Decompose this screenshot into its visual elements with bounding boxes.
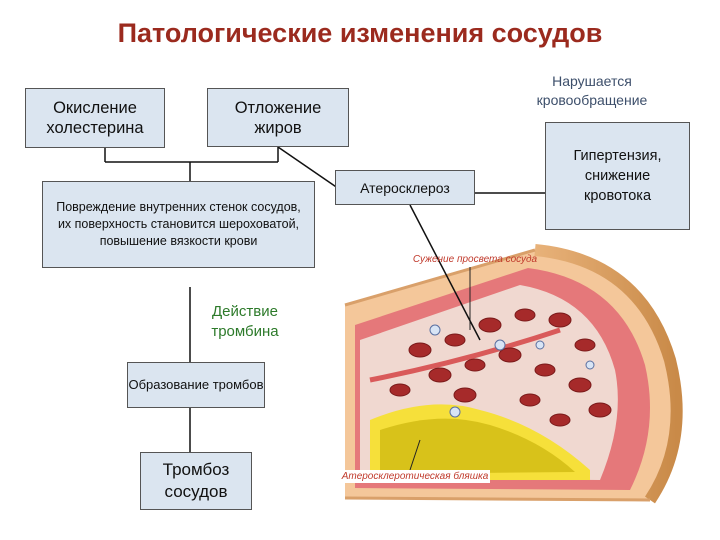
illustration-label-bottom: Атеросклеротическая бляшка [340,470,490,483]
node-atherosclerosis-label: Атеросклероз [360,179,450,196]
node-thrombosis-label: Тромбоз сосудов [162,460,230,501]
node-fats-label: Отложение жиров [234,98,322,137]
illustration-label-top: Сужение просвета сосуда [412,254,538,265]
thrombin-label: Действие тромбина [211,303,279,340]
node-hypertension-label: Гипертензия, снижение кровотока [573,148,662,204]
node-clot-formation: Образование тромбов [127,362,265,408]
node-damage-label: Повреждение внутренних стенок сосудов, и… [56,200,301,248]
page-title: Патологические изменения сосудов [117,18,603,48]
connector-fats-atherosclerosis [277,146,346,194]
node-atherosclerosis: Атеросклероз [335,170,475,205]
white-cells [429,324,595,418]
connector-atherosclerosis-illustration [409,204,481,341]
node-cholesterol: Окисление холестерина [25,88,165,148]
node-hypertension: Гипертензия, снижение кровотока [545,122,690,230]
node-fats: Отложение жиров [207,88,349,147]
node-cholesterol-label: Окисление холестерина [46,99,144,137]
vessel-illustration [344,244,683,504]
circulation-label: Нарушается кровообращение [536,73,648,108]
node-clot-formation-label: Образование тромбов [128,377,264,392]
blood-cells [389,308,612,427]
node-thrombosis: Тромбоз сосудов [140,452,252,510]
node-damage: Повреждение внутренних стенок сосудов, и… [42,181,315,268]
